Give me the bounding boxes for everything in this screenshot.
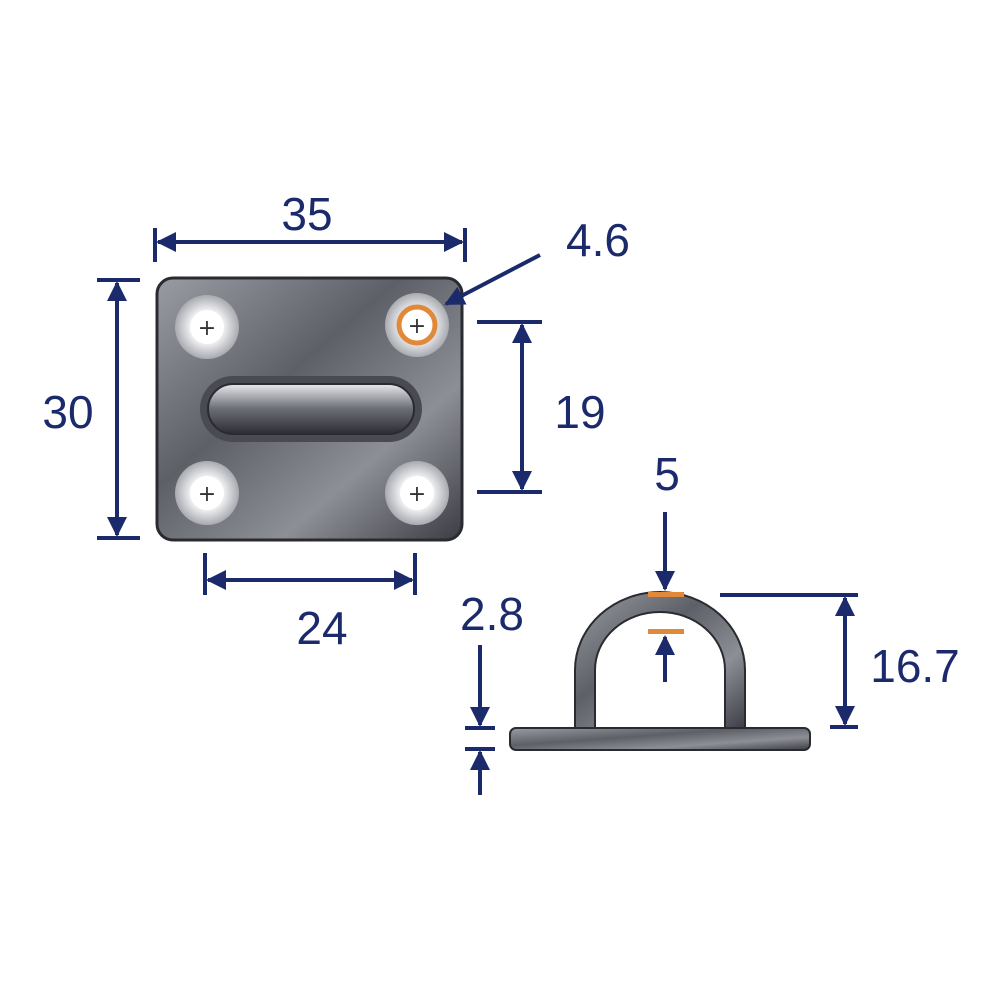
plus-icon: + — [408, 314, 426, 339]
plus-icon: + — [198, 316, 216, 341]
dimension-plate-width: 35 — [153, 188, 467, 262]
mounting-hole: + — [385, 461, 449, 525]
label-hole-spacing-horizontal: 24 — [296, 602, 347, 654]
mounting-hole: + — [175, 295, 239, 359]
label-plate-thickness: 2.8 — [460, 588, 524, 640]
plate-top-view: + + + + — [155, 276, 464, 542]
dimension-hole-diameter: 4.6 — [444, 214, 630, 306]
mounting-hole-highlighted: + — [385, 293, 449, 357]
label-hole-spacing-vertical: 19 — [554, 386, 605, 438]
dimension-plate-thickness: 2.8 — [460, 588, 524, 795]
plate-side-view — [509, 591, 811, 751]
plus-icon: + — [408, 482, 426, 507]
dimension-plate-height: 30 — [42, 278, 140, 540]
label-plate-width: 35 — [281, 188, 332, 240]
dimension-hole-spacing-horizontal: 24 — [203, 553, 417, 654]
label-eye-thickness: 5 — [654, 448, 680, 500]
dimension-eye-height: 16.7 — [720, 593, 960, 729]
label-eye-height: 16.7 — [870, 640, 960, 692]
label-hole-diameter: 4.6 — [566, 214, 630, 266]
label-plate-height: 30 — [42, 386, 93, 438]
dimension-hole-spacing-vertical: 19 — [477, 320, 606, 494]
mounting-hole: + — [175, 461, 239, 525]
dimension-eye-thickness: 5 — [654, 448, 680, 682]
plus-icon: + — [198, 482, 216, 507]
